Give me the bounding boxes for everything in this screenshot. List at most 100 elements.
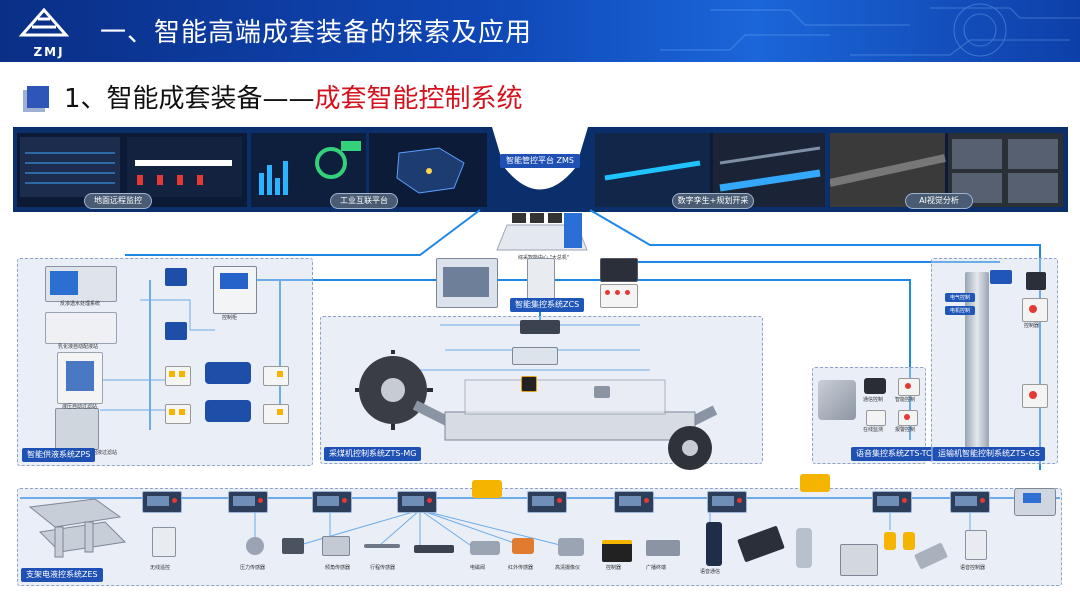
cylinder-sensor (796, 528, 812, 568)
zcs-button-panel (600, 284, 638, 308)
valve-block-4 (263, 404, 289, 424)
caption-digital-twin: 数字孪生+规划开采 (672, 193, 754, 209)
stroke-sensor (364, 544, 400, 548)
zes-end-box (1014, 488, 1056, 516)
control-cabin-icon (496, 213, 588, 251)
tc-panel (898, 378, 920, 396)
pressure-sensor (246, 537, 264, 555)
valve-manifold (840, 544, 878, 576)
gs-item-1: 电气控制 (945, 293, 976, 302)
bottom-item-8: 控制器 (606, 565, 622, 571)
bottom-item-1: 无线遥控 (150, 565, 171, 571)
gs-button-box-1 (1022, 298, 1048, 322)
tc-label: 语音集控系统ZTS-TC (851, 447, 937, 461)
ro-water-unit (45, 266, 117, 302)
tc-item-1: 通信控制 (863, 397, 884, 403)
bottom-item-2: 压力传感器 (240, 565, 266, 571)
hd-camera (558, 538, 584, 556)
valve-block (322, 536, 350, 556)
header-bar (0, 0, 1080, 62)
support-controller (950, 491, 990, 513)
support-controller (312, 491, 352, 513)
logo-icon (18, 7, 70, 37)
tc-item-2: 智能控制 (895, 397, 916, 403)
mg-camera (521, 376, 537, 392)
zcs-monitor (600, 258, 638, 282)
controller-box-2 (165, 322, 187, 340)
tc-item-3: 在线监测 (863, 427, 884, 433)
valve-block-1 (165, 366, 191, 386)
filter-station (57, 352, 103, 404)
bullet-square (27, 86, 49, 108)
handheld-terminal (706, 522, 722, 566)
zes-power-box (472, 480, 502, 498)
zps-unit-2: 乳化液自动配液站 (58, 344, 99, 350)
caption-ai-vision: AI视觉分析 (905, 193, 973, 209)
hydraulic-support (28, 498, 127, 558)
zes-label: 支架电液控系统ZES (21, 568, 103, 582)
mg-sensor (594, 386, 610, 398)
conveyor-head (965, 272, 989, 452)
zcs-server-cabinet (436, 258, 498, 308)
emulsion-station (45, 312, 117, 344)
logo-text: ZMJ (33, 45, 65, 59)
support-controller (872, 491, 912, 513)
mg-main-controller (520, 320, 560, 334)
tc-item-4: 报警控制 (895, 427, 916, 433)
support-controller (228, 491, 268, 513)
zps-unit-4: 回液过滤站 (92, 450, 118, 456)
bottom-item-7: 高清摄像仪 (555, 565, 581, 571)
gs-label: 运输机智能控制系统ZTS-GS (933, 447, 1045, 461)
subtitle-highlight: 成套智能控制系统 (314, 84, 523, 114)
zmj-logo: ZMJ (18, 7, 80, 59)
gs-controller (990, 270, 1012, 284)
controller-box-1 (165, 268, 187, 286)
bottom-item-9: 语音通信 (700, 569, 721, 575)
section-subtitle: 1、智能成套装备——成套智能控制系统 (40, 78, 523, 115)
tilt-sensor (282, 538, 304, 554)
tc-speaker-2 (898, 410, 918, 426)
bottom-item-3: 倾角传感器 (325, 565, 351, 571)
valve-block-3 (263, 366, 289, 386)
support-controller (707, 491, 747, 513)
controller-unit (602, 540, 632, 562)
tc-communication (864, 378, 886, 394)
gs-item-2: 电机控制 (945, 306, 976, 315)
bottom-item-5: 电磁阀 (470, 565, 486, 571)
speaker-terminal (965, 530, 987, 560)
bottom-item-6: 红外传感器 (508, 565, 534, 571)
bottom-item-4: 行程传感器 (370, 565, 396, 571)
zps-label: 智能供液系统ZPS (22, 448, 96, 462)
alarm-unit (646, 540, 680, 556)
zcs-control-box (527, 258, 555, 300)
page-title: 一、智能高端成套装备的探索及应用 (100, 18, 533, 48)
support-controller (142, 491, 182, 513)
yellow-sensor-2 (903, 532, 915, 550)
control-cabinet (213, 266, 257, 314)
zps-unit-5: 控制柜 (222, 315, 238, 321)
pump-motor-2 (205, 400, 251, 422)
gs-monitor (1026, 272, 1046, 290)
caption-remote-monitor: 地面远程监控 (84, 193, 152, 209)
tc-speaker-1 (866, 410, 886, 426)
screen-iot-dashboard (251, 133, 366, 207)
mg-switch (512, 347, 558, 365)
yellow-sensor-1 (884, 532, 896, 550)
circuit-decoration (660, 3, 1080, 57)
gs-item-3: 控制器 (1024, 323, 1040, 329)
zms-label: 智能管控平台 ZMS (500, 154, 581, 168)
valve-block-2 (165, 404, 191, 424)
zcs-label: 智能集控系统ZCS (510, 298, 585, 312)
zps-unit-1: 反渗透水处理系统 (60, 301, 101, 307)
shearer-machine (355, 350, 718, 470)
support-controller (614, 491, 654, 513)
mg-label: 采煤机控制系统ZTS-MG (324, 447, 422, 461)
zes-power-box-2 (800, 474, 830, 492)
subtitle-prefix: 1、智能成套装备—— (64, 84, 315, 114)
zone-gs (931, 258, 1058, 464)
gs-button-box-2 (1022, 384, 1048, 408)
linear-sensor (414, 545, 454, 553)
return-filter (55, 408, 99, 450)
wireless-remote (152, 527, 176, 557)
zps-unit-3: 液压自动过滤站 (62, 404, 98, 410)
